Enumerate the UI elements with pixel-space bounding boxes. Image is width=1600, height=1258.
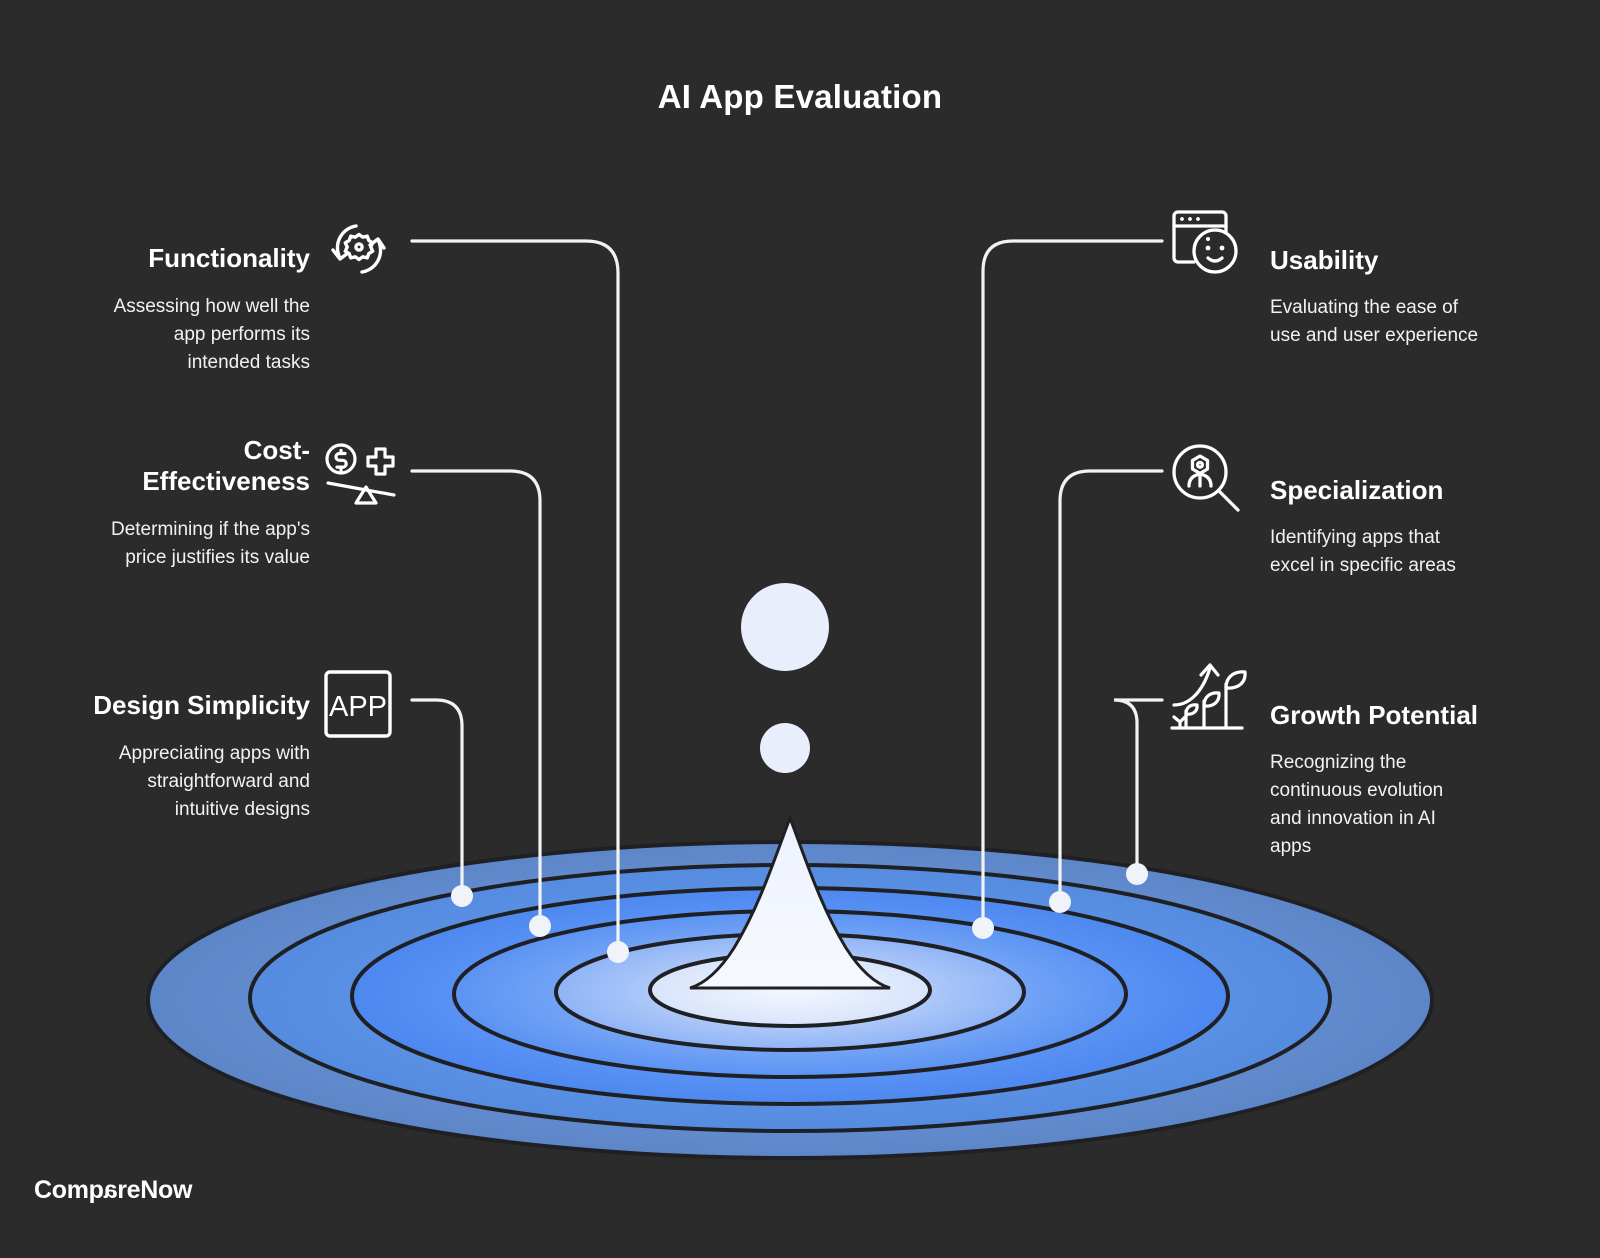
item-specialization-description: Identifying apps that excel in specific … [1270, 527, 1456, 576]
item-cost-effectiveness-title: Cost- Effectiveness [142, 435, 310, 496]
item-design-simplicity-title: Design Simplicity [93, 690, 310, 720]
item-specialization-title: Specialization [1270, 475, 1444, 505]
app-square-icon-label: APP [329, 691, 387, 723]
page-title: AI App Evaluation [657, 78, 943, 115]
plant-growth-icon [1168, 652, 1248, 736]
item-cost-effectiveness: Cost- Effectiveness Determining if the a… [30, 435, 310, 572]
balance-dollar-icon [320, 440, 400, 510]
brand-logo-part2: a [103, 1176, 118, 1204]
item-specialization: Specialization Identifying apps that exc… [1270, 475, 1570, 580]
droplet-large [741, 583, 829, 671]
app-square-icon: APP [322, 668, 394, 740]
item-usability-description: Evaluating the ease of use and user expe… [1270, 297, 1479, 346]
item-cost-effectiveness-description: Determining if the app's price justifies… [110, 519, 310, 568]
splash-column [689, 813, 891, 990]
item-usability-title: Usability [1270, 245, 1379, 275]
gear-refresh-icon [322, 214, 396, 286]
brand-logo-part1: Comp [34, 1176, 104, 1204]
droplet-small [760, 723, 810, 773]
item-functionality-title: Functionality [148, 243, 310, 273]
magnifier-person-icon [1168, 440, 1244, 516]
item-usability: Usability Evaluating the ease of use and… [1270, 245, 1570, 350]
item-design-simplicity-description: Appreciating apps with straightforward a… [118, 743, 310, 820]
brand-logo: CompareNow [34, 1176, 192, 1205]
item-growth-potential: Growth Potential Recognizing the continu… [1270, 700, 1570, 861]
item-design-simplicity: Design Simplicity Appreciating apps with… [30, 690, 310, 824]
brand-logo-part3: reNow [117, 1176, 193, 1204]
item-functionality: Functionality Assessing how well the app… [30, 243, 310, 377]
item-growth-potential-description: Recognizing the continuous evolution and… [1270, 752, 1444, 857]
item-functionality-description: Assessing how well the app performs its … [113, 296, 310, 373]
item-growth-potential-title: Growth Potential [1270, 700, 1478, 730]
browser-smiley-icon [1168, 206, 1244, 280]
